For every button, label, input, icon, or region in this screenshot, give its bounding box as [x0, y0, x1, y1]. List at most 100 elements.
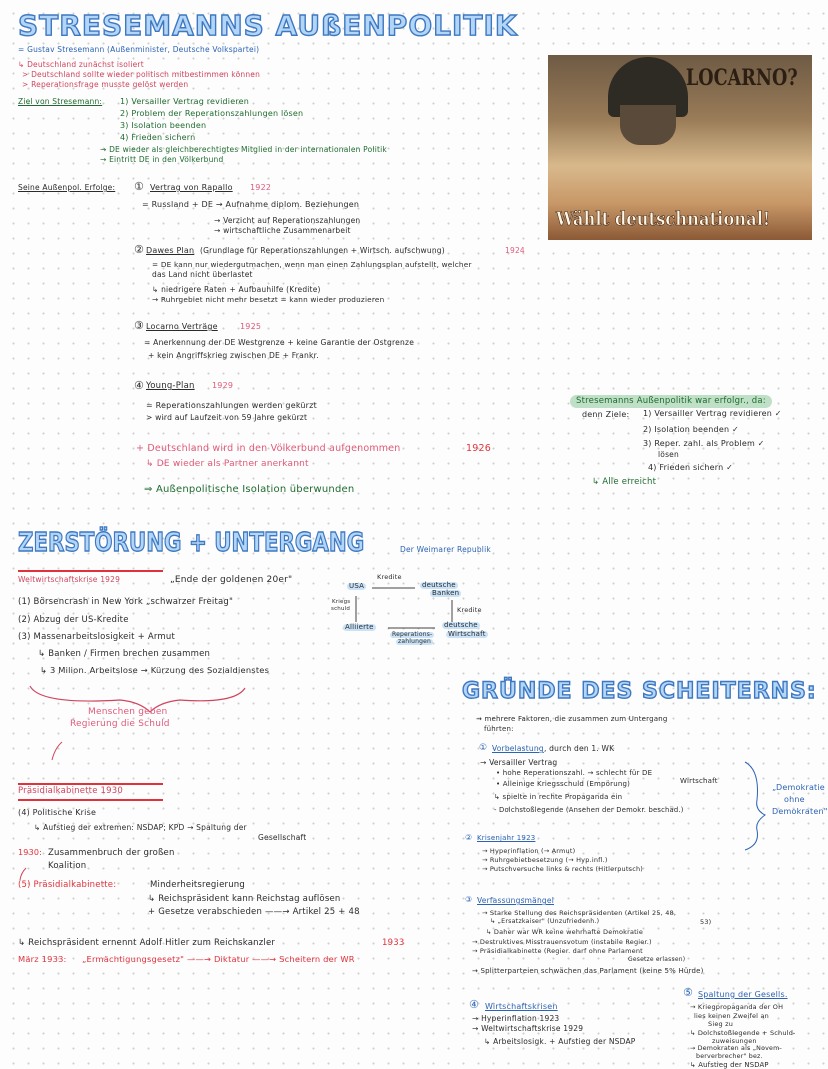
kl-alliierte: Alliierte	[343, 623, 376, 631]
kl-kredite1: Kredite	[377, 573, 402, 581]
g3-l2: ↳ „Ersatzkaiser" (Unzufriedenh.)	[490, 918, 600, 925]
g1-l5: - Dolchstoßlegende (Ansehen der Demokr. …	[494, 806, 684, 814]
bilanz-4: 4) Frieden sichern ✓	[648, 463, 734, 472]
partner: ↳ DE wieder als Partner anerkannt	[146, 459, 309, 469]
g5-l1: → Kriegpropaganda der OH	[690, 1003, 784, 1011]
ziel-2: 2) Problem der Reperationszahlungen löse…	[120, 109, 304, 118]
g5-num: ⑤	[683, 986, 694, 999]
voelkerbund-year: 1926	[466, 443, 491, 454]
locarno-l2: + kein Angriffskrieg zwischen DE + Frank…	[148, 351, 319, 360]
p4-sub2: Gesellschaft	[258, 833, 307, 842]
demokratie-2: ohne	[784, 795, 805, 804]
rapallo-l3: → wirtschaftliche Zusammenarbeit	[214, 226, 351, 235]
ziel-arrow-1: → DE wieder als gleichberechtigtes Mitgl…	[100, 145, 387, 154]
kl-kriegs2: schuld	[331, 606, 351, 612]
kl-rep2: zahlungen	[396, 638, 434, 645]
g1-l4: ↳ spielte in rechte Propaganda ein	[494, 793, 623, 801]
g4-title: Wirtschaftskrisen	[485, 1002, 558, 1011]
schuld-1: Menschen geben	[88, 707, 168, 717]
g2-num: ②	[465, 833, 473, 842]
praesidial-heading: Präsidialkabinette 1930	[18, 786, 123, 796]
bilanz-3: 3) Reper. zahl. als Problem ✓	[643, 439, 765, 448]
kl-wirt1: deutsche	[442, 621, 480, 629]
y1930: 1930:	[18, 848, 43, 857]
krise-quote: „Ende der goldenen 20er"	[170, 575, 293, 585]
kl-rep1: Reperations-	[390, 631, 435, 638]
title-gruende: GRÜNDE DES SCHEITERNS:	[461, 679, 817, 704]
maerz: März 1933:	[18, 954, 67, 964]
bilanz-2: 2) Isolation beenden ✓	[643, 425, 739, 434]
g4-l2: → Weltwirtschaftskrise 1929	[472, 1024, 584, 1033]
soldier-face	[620, 105, 676, 145]
locarno-year: 1925	[240, 322, 262, 331]
arrow-down-1	[51, 741, 63, 761]
locarno-title: Locarno Verträge	[146, 322, 218, 331]
p4-sub: ↳ Aufstieg der extremen: NSDAP; KPD → Sp…	[34, 823, 247, 832]
demokratie-3: Demokraten"	[772, 807, 828, 816]
poster-headline: LOCARNO?	[686, 65, 798, 91]
krise-heading: Weltwirtschaftskrise 1929	[18, 575, 121, 584]
krise-sub2: ↳ 3 Milion. Arbeitslose → Kürzung des So…	[40, 665, 270, 675]
locarno-poster-image: LOCARNO? Wählt deutschnational!	[548, 55, 812, 240]
rapallo-l2: → Verzicht auf Reperationszahlungen	[214, 216, 361, 225]
dawes-l4: → Ruhrgebiet nicht mehr besetzt = kann w…	[152, 295, 385, 304]
schuld-2: Regierung die Schuld	[70, 719, 170, 729]
kl-kredite2: Kredite	[457, 606, 482, 614]
g1-l2b: Wirtschaft	[680, 777, 718, 785]
poster-slogan: Wählt deutschnational!	[556, 208, 771, 231]
g1-rest: , durch den 1. WK	[544, 744, 615, 753]
hitler-year: 1933	[382, 938, 405, 948]
young-l1: = Reperationszahlungen werden gekürzt	[146, 401, 317, 410]
g3-l5b: Gesetze erlassen)	[628, 956, 686, 963]
praesidial-rule-top	[18, 783, 163, 785]
g4-l1: → Hyperinflation 1923	[472, 1014, 560, 1023]
dawes-desc: (Grundlage für Reperationszahlungen + Wi…	[200, 246, 445, 255]
kl-banken1: deutsche	[420, 581, 458, 589]
ermaecht: „Ermächtigungsgesetz" ——→ Diktatur ——→ S…	[82, 954, 355, 964]
bilanz-3b: lösen	[658, 450, 679, 459]
kl-usa: USA	[347, 582, 367, 590]
fazit: ⇒ Außenpolitische Isolation überwunden	[144, 484, 355, 495]
reparationsfrage: > Reperationsfrage musste gelöst werden	[22, 80, 189, 89]
g3-title: Verfassungsmängel	[477, 896, 554, 905]
p5-sub1: ↳ Reichspräsident kann Reichstag auflöse…	[148, 894, 341, 904]
bilanz-result: ↳ Alle erreicht	[592, 477, 657, 487]
g1-l3: • Alleinige Kriegsschuld (Empörung)	[496, 780, 631, 788]
p4: (4) Politische Krise	[18, 808, 97, 817]
dawes-l3: ↳ niedrigere Raten + Aufbauhilfe (Kredit…	[152, 285, 321, 294]
young-l2: > wird auf Laufzeit von 59 Jahre gekürzt	[146, 413, 308, 422]
ziel-3: 3) Isolation beenden	[120, 121, 207, 130]
g3-l3: ↳ Daher war WR keine wehrhafte Demokrati…	[486, 928, 644, 936]
young-num: ④	[134, 379, 145, 392]
bilanz-1: 1) Versailler Vertrag revidieren ✓	[643, 409, 782, 418]
krise-sub1: ↳ Banken / Firmen brechen zusammen	[38, 649, 211, 659]
dawes-year: 1924	[505, 246, 525, 255]
brace-schuld	[29, 685, 246, 713]
g4-num: ④	[469, 998, 480, 1011]
erfolge-label: Seine Außenpol. Erfolge:	[18, 183, 116, 192]
bilanz-heading: Stresemanns Außenpolitik war erfolgr., d…	[570, 395, 772, 408]
g1-l1: → Versailler Vertrag	[480, 758, 558, 767]
praesidial-rule-bottom	[18, 799, 163, 801]
g5-l7: berverbrecher" bez.	[696, 1053, 763, 1060]
title-aussenpolitik: STRESEMANNS AUßENPOLITIK	[17, 9, 518, 42]
rapallo-l1: = Russland + DE → Aufnahme diplom. Bezie…	[142, 200, 360, 209]
g3-l1: → Starke Stellung des Reichspräsidenten …	[482, 909, 677, 917]
g3-l1b: 53)	[700, 918, 712, 926]
rapallo-year: 1922	[250, 183, 272, 192]
brace-demokratie	[744, 761, 766, 851]
gr-intro1: → mehrere Faktoren, die zusammen zum Unt…	[476, 715, 668, 723]
young-year: 1929	[212, 381, 234, 390]
ziel-4: 4) Frieden sichern	[120, 133, 196, 142]
g1-num: ①	[479, 743, 488, 753]
bilanz-label: denn Ziele:	[582, 410, 630, 419]
dawes-num: ②	[134, 243, 145, 256]
g3-l4: → Destruktives Misstrauensvotum (instabi…	[472, 938, 652, 946]
krise-2: (2) Abzug der US-Kredite	[18, 615, 129, 625]
p5-sub2: + Gesetze verabschieden ——→ Artikel 25 +…	[148, 907, 360, 917]
ziele-label: Ziel von Stresemann:	[18, 97, 103, 106]
voelkerbund: + Deutschland wird in den Völkerbund auf…	[136, 443, 401, 454]
g2-l1: → Hyperinflation (→ Armut)	[482, 847, 576, 855]
g3-num: ③	[465, 895, 473, 904]
